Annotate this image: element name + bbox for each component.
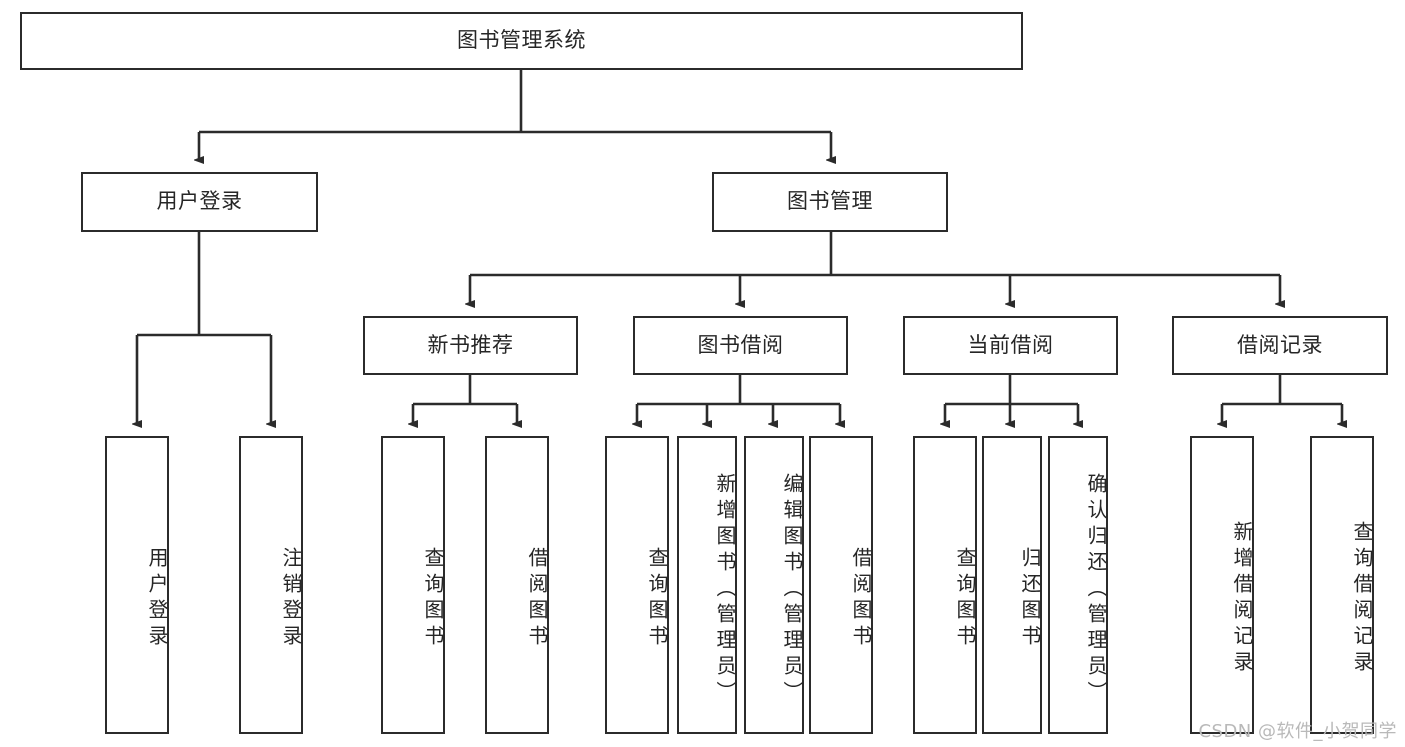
node-leaf-query-record[interactable]: 查询借阅记录 xyxy=(1310,436,1374,734)
node-leaf-logout-login-label: 注销登录 xyxy=(279,547,303,651)
node-leaf-borrow-book-2-label: 借阅图书 xyxy=(849,547,873,651)
watermark-text: CSDN @软件_小贺同学 xyxy=(1198,721,1397,742)
node-leaf-query-book-3[interactable]: 查询图书 xyxy=(913,436,977,734)
node-book-manage[interactable]: 图书管理 xyxy=(712,172,948,232)
node-leaf-borrow-book-1[interactable]: 借阅图书 xyxy=(485,436,549,734)
node-leaf-query-book-2[interactable]: 查询图书 xyxy=(605,436,669,734)
node-root-label: 图书管理系统 xyxy=(457,28,586,53)
node-borrow-record-label: 借阅记录 xyxy=(1237,332,1323,357)
node-leaf-return-book-label: 归还图书 xyxy=(1018,547,1042,651)
node-current-borrow[interactable]: 当前借阅 xyxy=(903,316,1118,375)
node-leaf-edit-book[interactable]: 编辑图书（管理员） xyxy=(744,436,804,734)
node-book-borrow-label: 图书借阅 xyxy=(697,332,784,357)
node-leaf-query-record-label: 查询借阅记录 xyxy=(1350,521,1374,677)
node-leaf-query-book-2-label: 查询图书 xyxy=(645,547,669,651)
node-book-manage-label: 图书管理 xyxy=(787,189,873,214)
node-leaf-add-book[interactable]: 新增图书（管理员） xyxy=(677,436,737,734)
node-leaf-logout-login[interactable]: 注销登录 xyxy=(239,436,303,734)
node-leaf-query-book-1[interactable]: 查询图书 xyxy=(381,436,445,734)
node-leaf-add-record[interactable]: 新增借阅记录 xyxy=(1190,436,1254,734)
node-leaf-add-record-label: 新增借阅记录 xyxy=(1230,521,1254,677)
node-leaf-confirm-return-label: 确认归还（管理员） xyxy=(1084,473,1108,707)
node-root[interactable]: 图书管理系统 xyxy=(20,12,1023,70)
node-borrow-record[interactable]: 借阅记录 xyxy=(1172,316,1388,375)
node-leaf-return-book[interactable]: 归还图书 xyxy=(982,436,1042,734)
node-new-book-rec-label: 新书推荐 xyxy=(427,332,514,357)
node-user-login[interactable]: 用户登录 xyxy=(81,172,318,232)
node-leaf-query-book-1-label: 查询图书 xyxy=(421,547,445,651)
node-current-borrow-label: 当前借阅 xyxy=(967,332,1054,357)
node-leaf-add-book-label: 新增图书（管理员） xyxy=(713,473,737,707)
node-user-login-label: 用户登录 xyxy=(156,189,243,214)
node-leaf-borrow-book-2[interactable]: 借阅图书 xyxy=(809,436,873,734)
node-leaf-query-book-3-label: 查询图书 xyxy=(953,547,977,651)
node-leaf-user-login[interactable]: 用户登录 xyxy=(105,436,169,734)
node-leaf-user-login-label: 用户登录 xyxy=(145,547,169,651)
node-new-book-rec[interactable]: 新书推荐 xyxy=(363,316,578,375)
node-leaf-borrow-book-1-label: 借阅图书 xyxy=(525,547,549,651)
node-leaf-edit-book-label: 编辑图书（管理员） xyxy=(780,473,804,707)
node-leaf-confirm-return[interactable]: 确认归还（管理员） xyxy=(1048,436,1108,734)
node-book-borrow[interactable]: 图书借阅 xyxy=(633,316,848,375)
